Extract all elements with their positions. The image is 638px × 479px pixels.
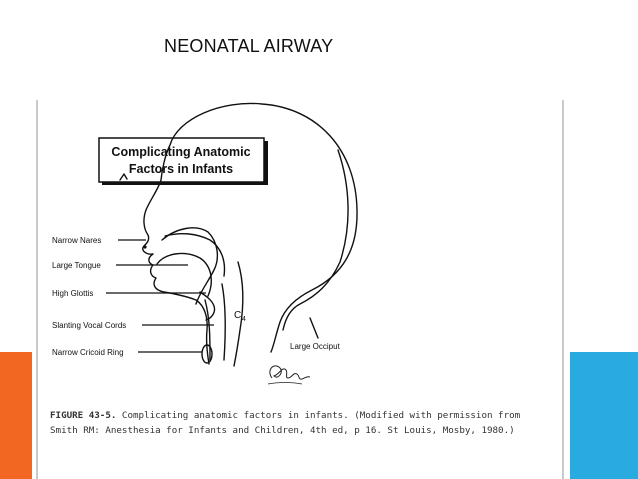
- slide-title: NEONATAL AIRWAY: [164, 36, 334, 56]
- trachea-front: [204, 299, 211, 361]
- ear-detail: [119, 173, 128, 181]
- spine-line: [233, 261, 244, 367]
- label-narrow-cricoid-ring: Narrow Cricoid Ring: [52, 348, 124, 357]
- glottis-structure: [199, 291, 216, 321]
- occiput-inner-line: [282, 149, 349, 331]
- label-large-occiput: Large Occiput: [290, 342, 341, 351]
- caption-line-2: Smith RM: Anesthesia for Infants and Chi…: [50, 425, 515, 436]
- occiput-pointer: [309, 317, 319, 339]
- tongue-outline: [156, 252, 212, 297]
- blue-accent-bar: [570, 352, 638, 479]
- artist-signature: [269, 365, 311, 380]
- label-vertebra-c: C: [234, 310, 241, 321]
- orange-accent-bar: [0, 352, 32, 479]
- palate-line: [164, 232, 226, 277]
- box-title-line2: Factors in Infants: [129, 162, 233, 176]
- factors-title-box: Complicating Anatomic Factors in Infants: [98, 137, 268, 185]
- trachea-back: [221, 283, 227, 361]
- box-title-line1: Complicating Anatomic: [111, 145, 250, 159]
- cricoid-ring: [201, 344, 213, 364]
- label-narrow-nares: Narrow Nares: [52, 236, 101, 245]
- figure-number: FIGURE 43-5.: [50, 410, 117, 421]
- oral-cavity: [161, 227, 219, 305]
- label-large-tongue: Large Tongue: [52, 261, 101, 270]
- caption-line-1: FIGURE 43-5. Complicating anatomic facto…: [50, 408, 555, 423]
- artist-signature-underline: [267, 382, 303, 385]
- label-vertebra-sub: 4: [242, 316, 246, 323]
- caption-text-1: Complicating anatomic factors in infants…: [116, 410, 521, 421]
- label-slanting-vocal-cords: Slanting Vocal Cords: [52, 321, 126, 330]
- label-high-glottis: High Glottis: [52, 289, 93, 298]
- nostril-mark: [143, 245, 147, 249]
- figure-caption: FIGURE 43-5. Complicating anatomic facto…: [50, 408, 555, 438]
